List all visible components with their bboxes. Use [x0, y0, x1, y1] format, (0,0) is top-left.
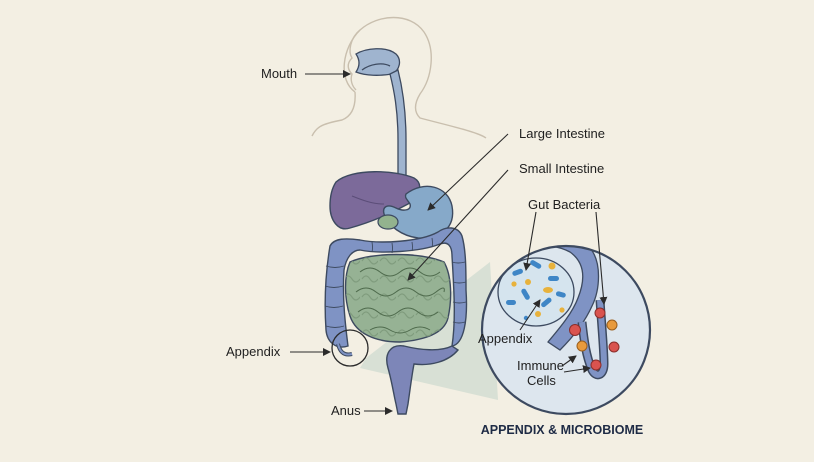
bacterium [535, 311, 541, 317]
rectum [386, 345, 460, 415]
small-intestine-arrow [407, 169, 509, 281]
label-mouth: Mouth [261, 66, 297, 81]
label-small-intestine: Small Intestine [519, 161, 604, 176]
immune-cell [569, 324, 581, 336]
appendix-highlight-circle [331, 329, 369, 367]
appendix-inset-arrow [519, 299, 541, 331]
bacterium [548, 262, 556, 270]
stomach [382, 185, 454, 239]
immune-cell [590, 359, 602, 371]
large-intestine-arrow [427, 133, 509, 211]
leader-lines [290, 70, 608, 415]
bacterium [530, 260, 542, 269]
bacteria-cluster [506, 260, 566, 321]
bacterium [541, 297, 552, 308]
bacterium [559, 307, 565, 313]
label-anus: Anus [331, 403, 361, 418]
bacterium [543, 287, 553, 293]
immune-cell [606, 319, 618, 331]
label-immune-line2: Cells [527, 373, 556, 388]
bacterium [506, 300, 516, 305]
large-intestine [324, 227, 468, 348]
bacterium [512, 268, 523, 276]
appendix-main-inner [337, 343, 353, 356]
tongue [361, 63, 391, 71]
bacterium [525, 279, 531, 285]
bacterium [548, 276, 559, 281]
label-appendix-inset: Appendix [478, 331, 533, 346]
immune-cells [569, 307, 620, 371]
immune-cell [608, 341, 620, 353]
bacterium [521, 288, 530, 300]
inset-border [480, 244, 652, 416]
immune-arrow-1 [561, 355, 577, 367]
microbiome-inset [480, 244, 652, 416]
label-immune-line1: Immune [517, 358, 564, 373]
mouth-cavity [355, 48, 401, 76]
label-appendix-main: Appendix [226, 344, 281, 359]
bacterium [555, 291, 566, 298]
face-profile [347, 29, 361, 91]
immune-arrow-2 [563, 365, 591, 374]
small-intestine-texture [345, 254, 451, 342]
colon-haustra [324, 237, 467, 328]
immune-cell [594, 307, 606, 319]
label-gut-bacteria: Gut Bacteria [528, 197, 601, 212]
gut-bacteria-arrow-right [595, 211, 608, 305]
bacterium [511, 281, 517, 287]
caption-title: APPENDIX & MICROBIOME [481, 423, 644, 437]
label-large-intestine: Large Intestine [519, 126, 605, 141]
gallbladder [377, 214, 399, 230]
immune-cell [576, 340, 588, 352]
gut-bacteria-arrow-left [523, 211, 537, 271]
small-intestine-loops [355, 267, 445, 334]
inset-colon-wall [482, 246, 600, 351]
liver-vein [351, 195, 385, 205]
labels: Mouth Large Intestine Small Intestine Gu… [226, 66, 605, 418]
